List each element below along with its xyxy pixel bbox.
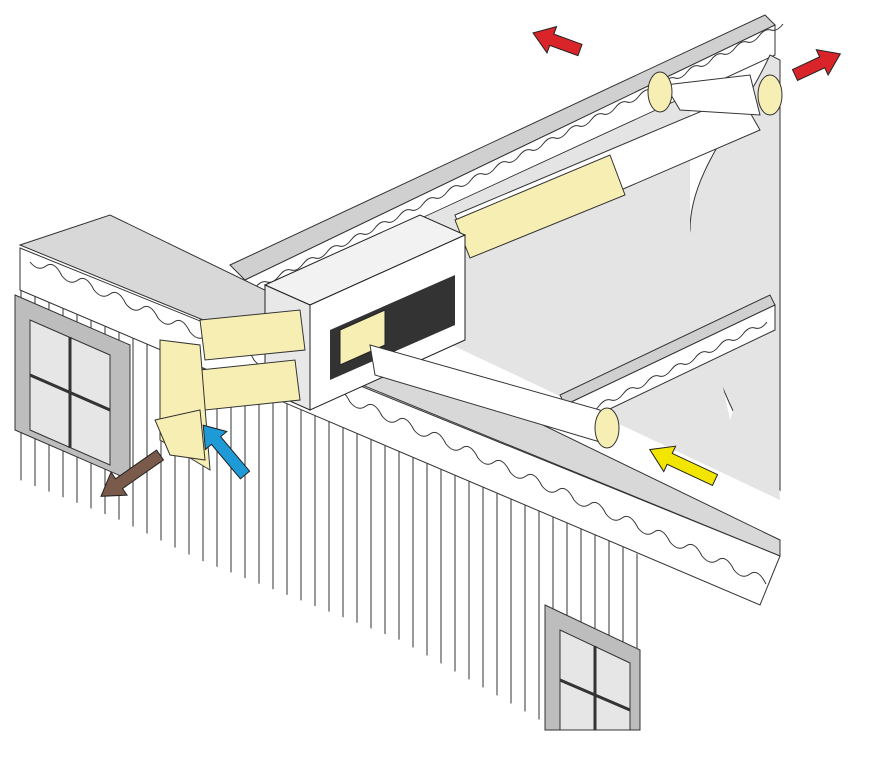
exhaust-arrow-right xyxy=(791,48,842,82)
exhaust-grille-left xyxy=(647,71,673,113)
supply-duct xyxy=(369,344,620,449)
intake-arrow xyxy=(202,424,251,480)
exhaust-duct xyxy=(454,71,783,259)
window-bottom xyxy=(544,604,641,731)
ceiling-joist-right xyxy=(559,294,776,429)
ceiling-surface xyxy=(255,95,780,500)
fresh-air-arrow xyxy=(648,445,719,487)
wall-ducts xyxy=(154,309,306,471)
exhaust-grille-right xyxy=(757,74,783,116)
discharge-arrow xyxy=(100,449,165,497)
window-left xyxy=(14,294,131,481)
exhaust-arrow-left xyxy=(532,25,583,57)
supply-grille xyxy=(594,407,620,449)
